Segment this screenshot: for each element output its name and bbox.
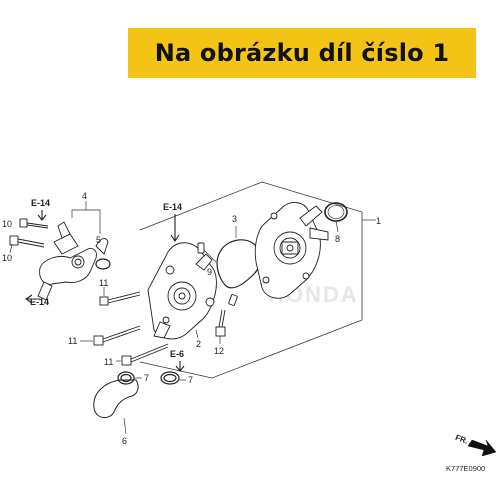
bolt-11-bottom [121, 343, 169, 366]
callout-9: 9 [207, 267, 212, 277]
thermostat-housing [37, 221, 109, 301]
callout-7-left: 7 [144, 373, 149, 383]
dowel-pin-9-top [197, 242, 205, 254]
callout-11-top: 11 [99, 278, 108, 288]
arrow-e14-left-top [37, 210, 47, 221]
bolt-11-top [99, 291, 141, 306]
bracket-4 [71, 209, 101, 218]
callout-11-bottom: 11 [104, 357, 113, 367]
ref-e14-center: E-14 [163, 202, 182, 212]
callout-4: 4 [82, 191, 87, 201]
callout-10-bottom: 10 [2, 253, 12, 263]
callout-5: 5 [96, 235, 101, 245]
assembly-outline [139, 181, 363, 379]
callout-6: 6 [122, 436, 127, 446]
ref-e6: E-6 [170, 349, 184, 359]
bolt-11-middle [93, 325, 141, 346]
fr-arrow-icon [467, 439, 497, 457]
leader-9 [203, 249, 217, 263]
leader-10-bottom [9, 243, 13, 254]
direction-label: FR. [454, 433, 469, 446]
leader-8 [335, 220, 339, 233]
gasket-3 [216, 239, 261, 289]
pump-cover-2 [147, 242, 217, 340]
arrow-e14-center [170, 214, 180, 242]
callout-11-middle: 11 [68, 336, 77, 346]
bolt-12 [215, 309, 226, 337]
bolt-10-top [19, 218, 49, 229]
dowel-pin-9-bottom [228, 294, 238, 306]
water-pump-body [254, 202, 329, 299]
callout-3: 3 [232, 214, 237, 224]
callout-7-right: 7 [188, 375, 193, 385]
bolt-10-bottom [9, 235, 45, 248]
callout-8: 8 [335, 234, 340, 244]
diagram-code: K777E0900 [446, 464, 485, 473]
leader-2 [195, 329, 199, 339]
o-ring-5 [95, 258, 111, 270]
leader-6 [123, 417, 127, 435]
ref-e14-left-bottom: E-14 [30, 297, 49, 307]
clamp-7-right [160, 371, 180, 385]
o-ring-8-inner [327, 205, 345, 219]
callout-10-top: 10 [2, 219, 12, 229]
hose-6 [93, 379, 139, 418]
callout-12: 12 [214, 346, 224, 356]
callout-1: 1 [376, 216, 381, 226]
ref-e14-left-top: E-14 [31, 198, 50, 208]
arrow-e6 [175, 361, 185, 372]
banner-text: Na obrázku díl číslo 1 [154, 39, 450, 67]
arrow-e14-left-bottom [25, 294, 40, 304]
part-number-banner: Na obrázku díl číslo 1 [128, 28, 476, 78]
callout-2: 2 [196, 339, 201, 349]
